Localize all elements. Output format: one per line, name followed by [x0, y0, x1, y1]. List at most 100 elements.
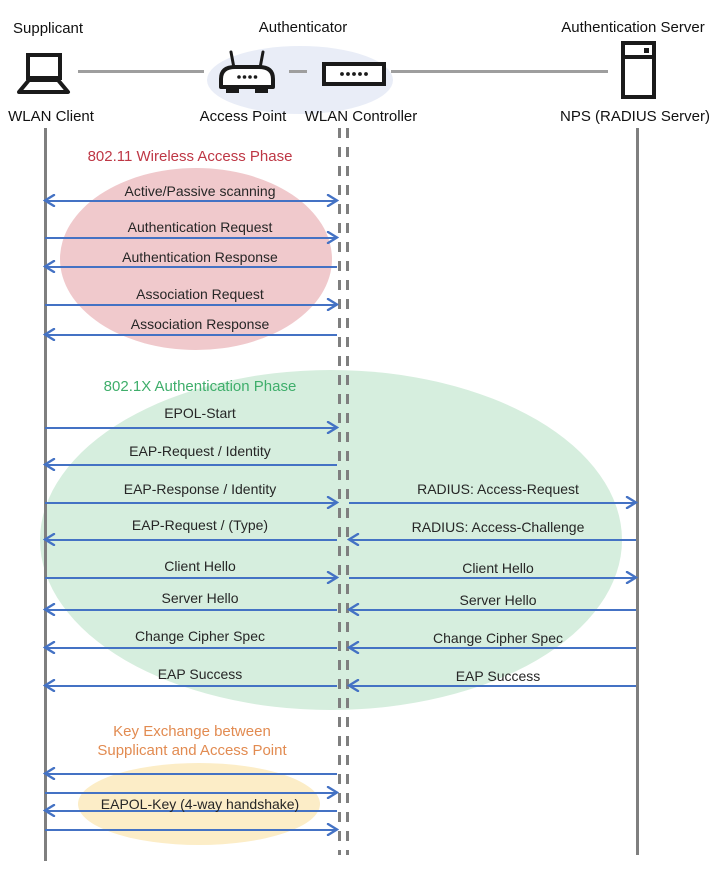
message-line — [349, 501, 636, 504]
arrowhead-left-icon — [43, 767, 56, 780]
message-arrow — [349, 571, 638, 584]
message-line — [45, 463, 337, 466]
message-label: RADIUS: Access-Request — [417, 481, 579, 497]
message-arrow — [45, 571, 339, 584]
arrowhead-left-icon — [43, 603, 56, 616]
message-line — [45, 333, 337, 336]
message-arrow — [43, 458, 337, 471]
arrowhead-left-icon — [43, 260, 56, 273]
message-arrow — [43, 603, 337, 616]
arrowhead-left-icon — [43, 804, 56, 817]
message-line — [45, 236, 337, 239]
arrowhead-right-icon — [326, 421, 339, 434]
arrowhead-left-icon — [347, 603, 360, 616]
message-arrow — [43, 533, 337, 546]
message-label: Association Response — [130, 316, 270, 332]
arrowhead-right-icon — [326, 571, 339, 584]
message-line — [45, 684, 337, 687]
role-auth-server-label: Authentication Server — [561, 19, 705, 36]
message-line — [45, 576, 337, 579]
device-nps-label: NPS (RADIUS Server) — [559, 108, 711, 125]
role-authenticator-label: Authenticator — [258, 19, 348, 36]
arrowhead-left-icon — [347, 641, 360, 654]
message-arrow — [45, 823, 339, 836]
message-line — [45, 538, 337, 541]
arrowhead-left-icon — [43, 641, 56, 654]
message-label: EPOL-Start — [164, 405, 236, 421]
lifeline-radius-server — [636, 128, 639, 855]
message-line — [45, 501, 337, 504]
message-arrow — [43, 328, 337, 341]
message-line — [349, 646, 636, 649]
message-line — [45, 303, 337, 306]
role-supplicant-label: Supplicant — [13, 20, 84, 37]
message-arrow — [45, 786, 339, 799]
message-arrow — [347, 603, 636, 616]
arrowhead-left-icon — [43, 194, 56, 207]
message-label: Change Cipher Spec — [135, 628, 265, 644]
lifeline-wlan-client — [44, 128, 47, 861]
arrowhead-left-icon — [43, 328, 56, 341]
message-label: Client Hello — [164, 558, 236, 574]
message-label: Association Request — [136, 286, 264, 302]
message-line — [45, 608, 337, 611]
message-label: EAP Success — [455, 668, 541, 684]
message-label: RADIUS: Access-Challenge — [411, 519, 585, 535]
phase-key-title: Key Exchange between Supplicant and Acce… — [97, 723, 287, 759]
message-label: Change Cipher Spec — [433, 630, 563, 646]
message-line — [349, 538, 636, 541]
arrowhead-left-icon — [347, 533, 360, 546]
access-point-icon — [219, 50, 275, 93]
device-wlan-controller-label: WLAN Controller — [304, 108, 418, 125]
message-arrow — [45, 421, 339, 434]
message-line — [45, 426, 337, 429]
message-arrow — [43, 260, 337, 273]
message-arrow — [45, 496, 339, 509]
message-line — [45, 265, 337, 268]
message-line — [45, 646, 337, 649]
arrowhead-right-icon — [326, 231, 339, 244]
message-line — [45, 772, 337, 775]
message-label: Active/Passive scanning — [124, 183, 276, 199]
server-icon — [621, 41, 656, 99]
message-arrow — [43, 641, 337, 654]
message-arrow — [347, 641, 636, 654]
message-label: Server Hello — [161, 590, 239, 606]
message-arrow — [43, 194, 339, 207]
message-line — [349, 576, 636, 579]
message-arrow — [349, 496, 638, 509]
message-label: EAP Success — [157, 666, 243, 682]
arrowhead-right-icon — [625, 496, 638, 509]
arrowhead-right-icon — [625, 571, 638, 584]
arrowhead-left-icon — [43, 679, 56, 692]
message-arrow — [347, 533, 636, 546]
message-arrow — [43, 679, 337, 692]
message-label: EAPOL-Key (4-way handshake) — [100, 796, 300, 812]
arrowhead-right-icon — [326, 823, 339, 836]
phase-key-ellipse — [78, 763, 320, 845]
message-arrow — [45, 231, 339, 244]
message-label: Authentication Response — [122, 249, 278, 265]
message-line — [45, 791, 337, 794]
connector-line — [391, 70, 608, 73]
arrowhead-right-icon — [326, 496, 339, 509]
arrowhead-right-icon — [326, 298, 339, 311]
message-label: EAP-Request / Identity — [129, 443, 271, 459]
lifeline-authenticator-dashed-right — [346, 128, 349, 855]
message-label: Client Hello — [462, 560, 534, 576]
message-line — [45, 199, 337, 202]
message-arrow — [43, 767, 337, 780]
arrowhead-left-icon — [43, 533, 56, 546]
message-arrow — [347, 679, 636, 692]
phase-wireless-title: 802.11 Wireless Access Phase — [87, 148, 293, 165]
message-line — [45, 809, 337, 812]
message-arrow — [43, 804, 337, 817]
message-arrow — [45, 298, 339, 311]
message-line — [45, 828, 337, 831]
message-line — [349, 608, 636, 611]
arrowhead-left-icon — [43, 458, 56, 471]
phase-wireless-ellipse — [60, 168, 332, 350]
message-label: EAP-Request / (Type) — [131, 517, 269, 533]
message-line — [349, 684, 636, 687]
